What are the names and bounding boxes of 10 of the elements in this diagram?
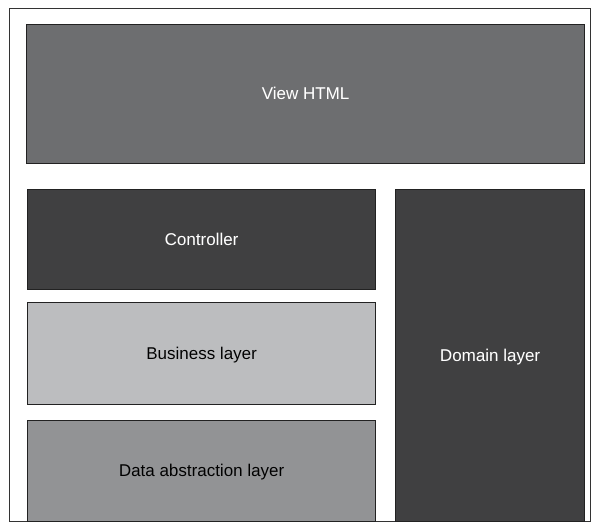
layer-label: Domain layer — [440, 346, 540, 366]
layer-label: Controller — [164, 230, 238, 250]
business-layer-box — [27, 302, 376, 405]
controller-layer-box — [27, 189, 376, 290]
layer-label: View HTML — [262, 84, 350, 104]
data-layer-box — [27, 420, 376, 522]
domain-layer-box — [395, 189, 585, 522]
layer-label: Data abstraction layer — [118, 461, 284, 481]
layer-label: Business layer — [146, 344, 257, 364]
view-layer-box — [26, 24, 585, 164]
